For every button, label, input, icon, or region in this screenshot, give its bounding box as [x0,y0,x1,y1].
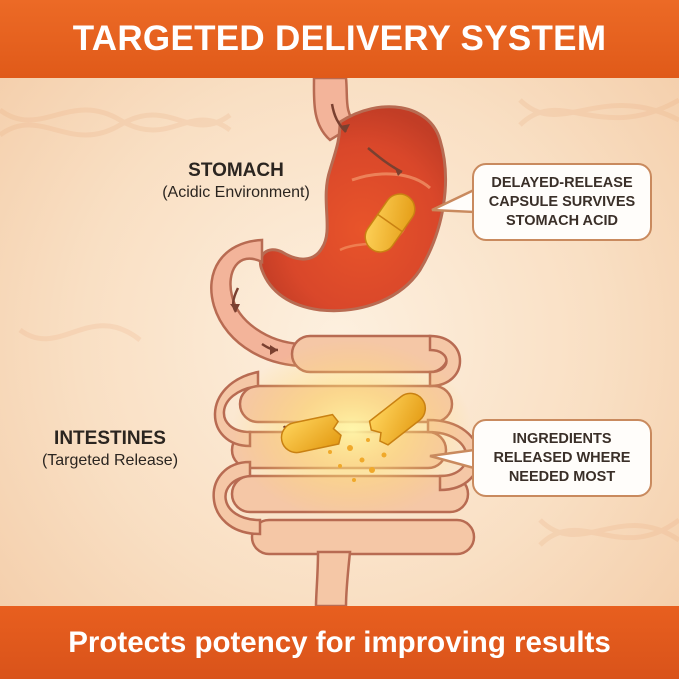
stomach-callout-line-2: CAPSULE SURVIVES [488,193,636,210]
page-title: TARGETED DELIVERY SYSTEM [72,19,607,58]
stomach-title: STOMACH [188,160,284,181]
dna-decoration-right [518,97,679,547]
stomach-shape [259,105,447,313]
stomach-callout-line-1: DELAYED-RELEASE [491,174,633,191]
footer-banner: Protects potency for improving results [0,606,679,679]
intestines-label: INTESTINES (Targeted Release) [12,428,208,470]
intact-capsule [364,193,416,253]
digestive-diagram [0,78,679,606]
release-glow [232,340,472,520]
intestine-callout-line-1: INGREDIENTS [512,430,612,447]
header-banner: TARGETED DELIVERY SYSTEM [0,0,679,78]
intestine-callout-line-3: NEEDED MOST [508,468,616,485]
intestines-title: INTESTINES [54,428,166,449]
intestine-callout-line-2: RELEASED WHERE [493,449,631,466]
stomach-callout-line-3: STOMACH ACID [506,212,618,229]
intestines-subtitle: (Targeted Release) [41,452,179,469]
open-capsule-left [280,413,342,454]
footer-tagline: Protects potency for improving results [68,625,611,659]
dna-decoration-left [0,107,232,342]
stomach-subtitle: (Acidic Environment) [162,184,310,201]
stomach-label: STOMACH (Acidic Environment) [138,160,334,202]
release-particles [328,438,387,482]
intestine-callout: INGREDIENTS RELEASED WHERE NEEDED MOST [472,419,652,497]
stomach-callout: DELAYED-RELEASE CAPSULE SURVIVES STOMACH… [472,163,652,241]
open-capsule-right [368,392,427,446]
stomach-inner-wall [351,172,431,190]
